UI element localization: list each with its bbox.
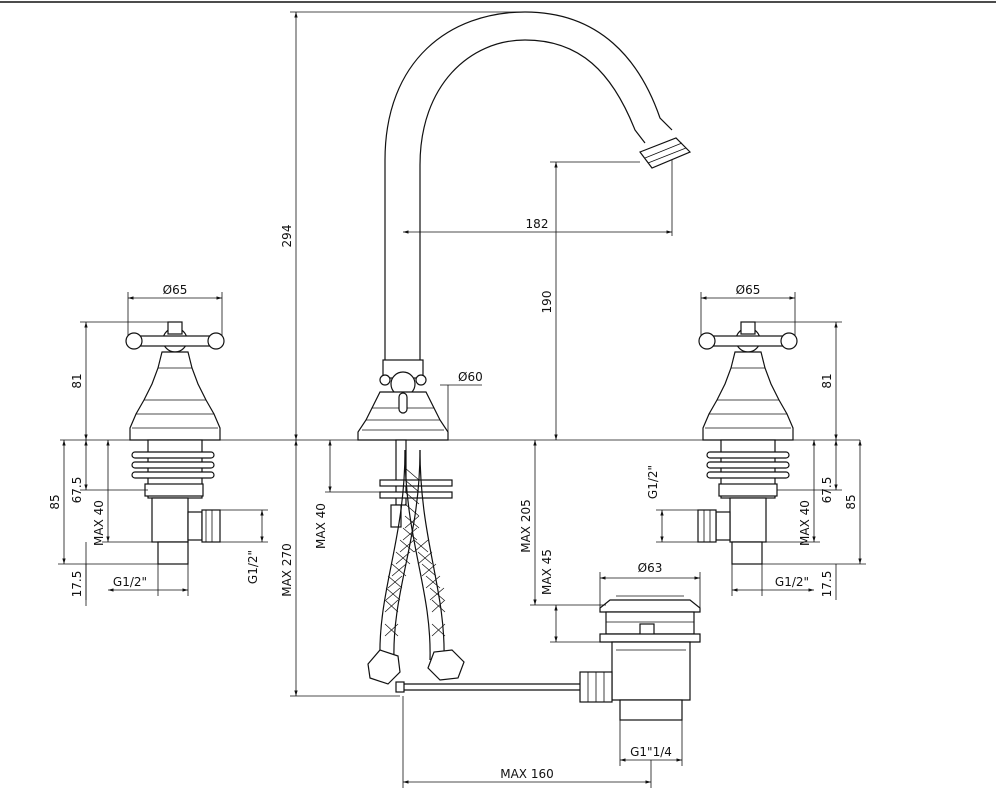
dim-left-handle-diameter: Ø65 [163,283,188,297]
dim-left-total-below: 85 [48,494,62,509]
dim-right-outlet-offset: 17.5 [820,571,834,598]
dimensions [58,11,866,788]
dim-left-outlet-thread: G1/2" [246,550,260,584]
dim-right-inlet-thread: G1/2" [775,575,809,589]
drain-assembly [395,595,701,721]
dim-faucet-base-diameter: Ø60 [458,370,483,384]
dim-drain-diameter: Ø63 [638,561,663,575]
left-valve [125,321,225,565]
dim-faucet-reach: 182 [526,217,549,231]
dim-spout-clearance: 190 [540,291,554,314]
dim-left-shank: 67.5 [70,477,84,504]
dim-right-shank: 67.5 [820,477,834,504]
drain-tail [619,699,683,721]
dim-left-deck-thickness: MAX 40 [92,500,106,546]
dim-faucet-height: 294 [280,225,294,248]
dim-left-inlet-thread: G1/2" [113,575,147,589]
hose-nut-left [367,649,401,685]
faucet-below-deck [367,439,465,685]
hose-nut-right [427,649,465,681]
dim-right-handle-diameter: Ø65 [736,283,761,297]
dim-drain-deck-thickness: MAX 45 [540,549,554,595]
dim-left-height-above-deck: 81 [70,373,84,388]
dim-right-deck-thickness: MAX 40 [798,500,812,546]
dim-faucet-deck-thickness: MAX 40 [314,503,328,549]
faucet-body [357,359,449,441]
dim-left-outlet-offset: 17.5 [70,571,84,598]
aerator [639,137,692,169]
dim-right-outlet-thread: G1/2" [646,465,660,499]
dim-right-height-above-deck: 81 [820,373,834,388]
dim-drain-thread: G1"1/4 [630,745,672,759]
dim-right-total-below: 85 [844,494,858,509]
drain-cap [599,599,701,613]
faucet-spout [384,11,692,360]
dim-faucet-below-deck: MAX 270 [280,543,294,597]
right-valve [697,321,798,565]
dim-drain-rod-length: MAX 160 [500,767,554,781]
dimension-labels: 294 182 190 Ø60 MAX 270 MAX 40 MAX 205 M… [48,217,858,781]
dim-faucet-tail-length: MAX 205 [519,499,533,553]
